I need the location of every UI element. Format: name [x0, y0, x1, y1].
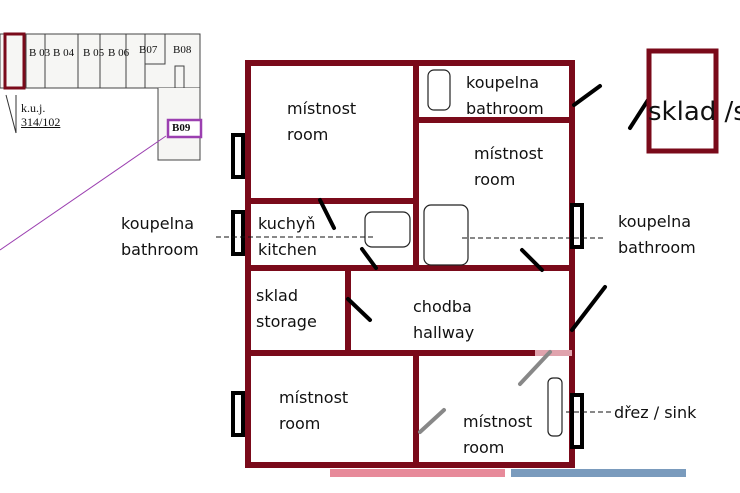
door-icon	[628, 98, 650, 130]
door-icon	[518, 350, 552, 386]
door-icon	[360, 247, 378, 270]
b09-marker	[166, 118, 203, 139]
unit-label: B 05	[83, 47, 105, 59]
stove-icon	[364, 211, 411, 248]
walls	[245, 60, 575, 468]
site-plan	[0, 32, 203, 251]
windows	[231, 133, 584, 449]
door-icon	[418, 408, 446, 434]
callout-sink: dřez / sink	[614, 403, 697, 422]
unit-label: B 06	[108, 47, 130, 59]
callout-lines	[216, 236, 612, 413]
parcel-label: k.u.j.314/102	[21, 101, 61, 129]
bathtub-icon	[423, 204, 469, 266]
fixtures	[364, 69, 563, 437]
window-icon	[231, 133, 245, 179]
callout-storage-outside: sklad /s	[648, 97, 740, 127]
bathtub-icon	[427, 69, 451, 111]
progress-bar-pink	[330, 469, 505, 477]
sink-icon	[547, 377, 563, 437]
highlighted-unit-label: B09	[172, 122, 191, 134]
storage-box	[646, 48, 719, 154]
unit-label: B 04	[53, 47, 75, 59]
leader-line	[0, 135, 167, 251]
unit-label: B 03	[29, 47, 51, 59]
window-icon	[231, 210, 245, 256]
door-icon	[346, 297, 372, 322]
unit-label: B07	[139, 44, 158, 56]
unit-label: B08	[173, 44, 192, 56]
door-icon	[572, 84, 602, 107]
doors	[318, 84, 650, 332]
window-icon	[570, 203, 584, 249]
door-icon	[570, 285, 607, 332]
highlighted-unit-marker	[3, 32, 26, 90]
window-icon	[231, 391, 245, 437]
door-icon	[520, 248, 544, 272]
progress-bar-blue	[511, 469, 686, 477]
window-icon	[570, 393, 584, 449]
door-icon	[318, 198, 336, 230]
